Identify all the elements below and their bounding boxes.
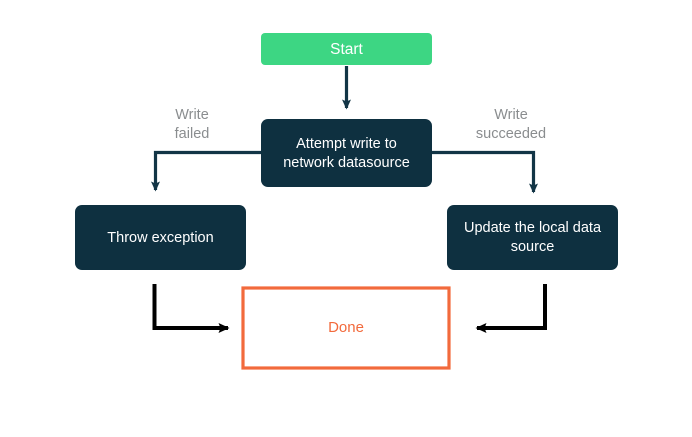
edge-attempt-write-to-throw-exception-line <box>151 150 261 192</box>
done-node-shape <box>241 286 451 370</box>
done-node[interactable]: Done <box>241 286 451 370</box>
edge-attempt-write-to-throw-exception <box>151 150 261 192</box>
attempt-write-node-label-line-2: network datasource <box>283 155 410 171</box>
throw-exception-node-shape <box>75 205 246 270</box>
update-local-datasource-node-shape <box>447 205 618 270</box>
throw-exception-node-label: Throw exception <box>107 230 213 246</box>
edge-label-write-succeeded-line-2: succeeded <box>476 126 546 142</box>
edge-label-write-succeeded: Write succeeded <box>476 107 546 142</box>
start-node[interactable]: Start <box>261 33 432 65</box>
start-node-label: Start <box>330 41 363 58</box>
start-node-shape <box>261 33 432 65</box>
edge-label-write-failed-line-2: failed <box>175 126 210 142</box>
throw-exception-node[interactable]: Throw exception <box>75 205 246 270</box>
edge-label-write-failed-line-1: Write <box>175 107 209 123</box>
edge-attempt-write-to-update-local-line <box>432 150 538 194</box>
edge-throw-exception-to-done-line <box>152 284 230 333</box>
edge-label-write-succeeded-line-1: Write <box>494 107 528 123</box>
update-local-datasource-node[interactable]: Update the local data source <box>447 205 618 270</box>
edge-attempt-write-to-update-local <box>432 150 538 194</box>
attempt-write-node-shape <box>261 119 432 187</box>
update-local-datasource-node-label-line-2: source <box>511 239 555 255</box>
edge-label-write-failed: Write failed <box>175 107 210 142</box>
done-node-label: Done <box>328 319 364 336</box>
attempt-write-node-label-line-1: Attempt write to <box>296 136 397 152</box>
edge-update-local-to-done <box>475 284 547 333</box>
attempt-write-node[interactable]: Attempt write to network datasource <box>261 119 432 187</box>
update-local-datasource-node-label-line-1: Update the local data <box>464 220 602 236</box>
edge-throw-exception-to-done <box>152 284 230 333</box>
edge-update-local-to-done-line <box>475 284 547 333</box>
